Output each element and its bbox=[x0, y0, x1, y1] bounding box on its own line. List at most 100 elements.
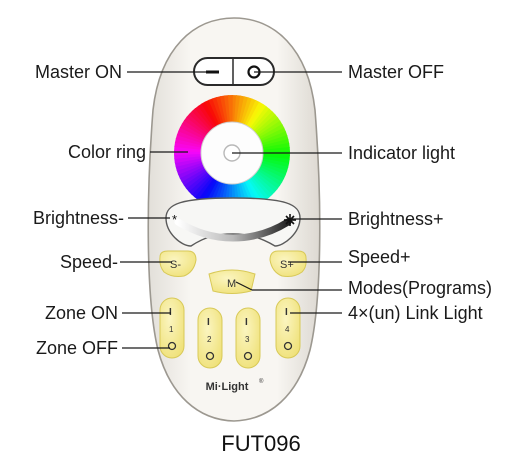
zone-4-key[interactable]: I 4 bbox=[275, 297, 301, 359]
brand-logo: Mi·Light bbox=[206, 381, 249, 393]
color-ring-segment bbox=[258, 164, 286, 180]
color-ring-segment bbox=[194, 175, 215, 200]
label-link-light: 4×(un) Link Light bbox=[348, 303, 483, 323]
color-ring-segment bbox=[185, 171, 210, 192]
color-ring-segment bbox=[175, 134, 204, 146]
color-ring-segment bbox=[177, 163, 206, 179]
color-ring-segment bbox=[240, 97, 253, 125]
zone-2-off-symbol bbox=[205, 351, 215, 361]
color-ring-segment bbox=[252, 111, 276, 134]
brightness-slider[interactable]: * bbox=[165, 197, 301, 247]
color-ring-segment bbox=[261, 146, 290, 153]
color-ring-segment bbox=[183, 169, 209, 189]
color-ring-segment bbox=[246, 101, 264, 128]
zone-4-off-symbol bbox=[283, 341, 293, 351]
color-ring-segment bbox=[259, 131, 288, 145]
color-ring-segment bbox=[259, 162, 288, 176]
color-ring-segment bbox=[242, 98, 257, 126]
color-ring-segment bbox=[174, 138, 203, 148]
color-ring-segment bbox=[255, 169, 281, 190]
color-ring-segment bbox=[261, 142, 290, 151]
zone-2-on-symbol: I bbox=[207, 317, 210, 328]
color-ring-segment bbox=[204, 99, 221, 127]
label-master-off: Master OFF bbox=[348, 62, 445, 82]
color-ring-segment bbox=[254, 114, 279, 135]
label-zone-on: Zone ON bbox=[44, 303, 118, 323]
color-ring-segment bbox=[244, 100, 260, 127]
color-ring-segment bbox=[257, 166, 285, 183]
zone-3-key[interactable]: I 3 bbox=[235, 307, 261, 369]
color-ring-segment bbox=[236, 95, 245, 124]
mode-key-label: M bbox=[227, 278, 236, 290]
zone-3-on-symbol: I bbox=[245, 317, 248, 328]
color-ring-segment bbox=[191, 174, 213, 198]
color-ring-segment bbox=[257, 124, 285, 141]
color-ring-segment bbox=[260, 160, 289, 172]
color-ring-segment bbox=[179, 123, 207, 140]
color-ring-segment bbox=[183, 116, 209, 137]
color-ring-segment bbox=[176, 130, 205, 144]
color-ring-segment bbox=[261, 138, 290, 149]
color-ring-segment bbox=[250, 174, 273, 198]
speed-minus-key[interactable]: S- bbox=[159, 250, 197, 277]
color-ring-segment bbox=[174, 155, 203, 164]
color-ring-segment bbox=[219, 95, 229, 124]
color-ring-segment bbox=[256, 120, 283, 139]
zone-1-key[interactable]: I 1 bbox=[159, 297, 185, 359]
label-brightness-minus: Brightness- bbox=[32, 208, 124, 228]
color-ring-segment bbox=[181, 119, 208, 138]
label-master-on: Master ON bbox=[34, 62, 122, 82]
color-ring-segment bbox=[197, 103, 217, 129]
color-ring-segment bbox=[191, 108, 214, 132]
color-ring-segment bbox=[175, 159, 204, 171]
leader-lines bbox=[120, 71, 342, 349]
label-modes: Modes(Programs) bbox=[348, 278, 493, 298]
color-ring-segment bbox=[216, 96, 227, 125]
color-ring-segment bbox=[227, 95, 233, 124]
color-ring-segment bbox=[252, 173, 276, 196]
color-ring-segment bbox=[186, 113, 210, 135]
label-indicator-light: Indicator light bbox=[348, 143, 456, 163]
label-speed-plus: Speed+ bbox=[348, 247, 411, 267]
brightness-minus-icon: * bbox=[172, 212, 177, 227]
color-ring-segment bbox=[249, 106, 270, 131]
color-ring-segment bbox=[200, 178, 218, 205]
color-ring-segment bbox=[176, 161, 205, 175]
zone-2-number: 2 bbox=[207, 335, 212, 344]
zone-3-number: 3 bbox=[245, 335, 250, 344]
color-ring-segment bbox=[179, 165, 207, 182]
color-ring-segment bbox=[188, 172, 212, 195]
color-ring-segment bbox=[238, 96, 249, 125]
color-ring-segment bbox=[254, 171, 278, 193]
color-ring-segment bbox=[188, 110, 212, 133]
model-name: FUT096 bbox=[221, 431, 301, 456]
color-ring-segment bbox=[201, 101, 219, 128]
color-ring-segment bbox=[260, 135, 289, 147]
color-ring-segment bbox=[178, 126, 206, 142]
color-ring-segment bbox=[261, 158, 290, 168]
color-ring-segment bbox=[258, 127, 287, 143]
brand-registered-mark: ® bbox=[259, 378, 264, 385]
label-zone-off: Zone OFF bbox=[35, 338, 118, 358]
zone-3-off-symbol bbox=[243, 351, 253, 361]
color-ring-segment bbox=[174, 153, 203, 160]
color-ring-segment bbox=[251, 108, 273, 132]
leader-modes bbox=[235, 281, 253, 291]
mode-key[interactable]: M bbox=[208, 269, 256, 294]
zone-1-number: 1 bbox=[169, 325, 174, 334]
color-ring-segment bbox=[247, 177, 267, 203]
zone-1-off-symbol bbox=[167, 341, 177, 351]
color-ring-segment bbox=[181, 167, 208, 186]
brightness-plus-icon bbox=[284, 214, 296, 226]
color-ring-segment bbox=[208, 98, 223, 126]
label-color-ring: Color ring bbox=[67, 142, 146, 162]
color-ring-segment bbox=[197, 177, 217, 203]
color-ring-segment bbox=[256, 168, 283, 187]
zone-4-on-symbol: I bbox=[285, 307, 288, 318]
color-ring-segment bbox=[247, 103, 267, 129]
color-ring-segment bbox=[212, 97, 225, 125]
zone-2-key[interactable]: I 2 bbox=[197, 307, 223, 369]
color-ring-segment bbox=[174, 157, 203, 168]
